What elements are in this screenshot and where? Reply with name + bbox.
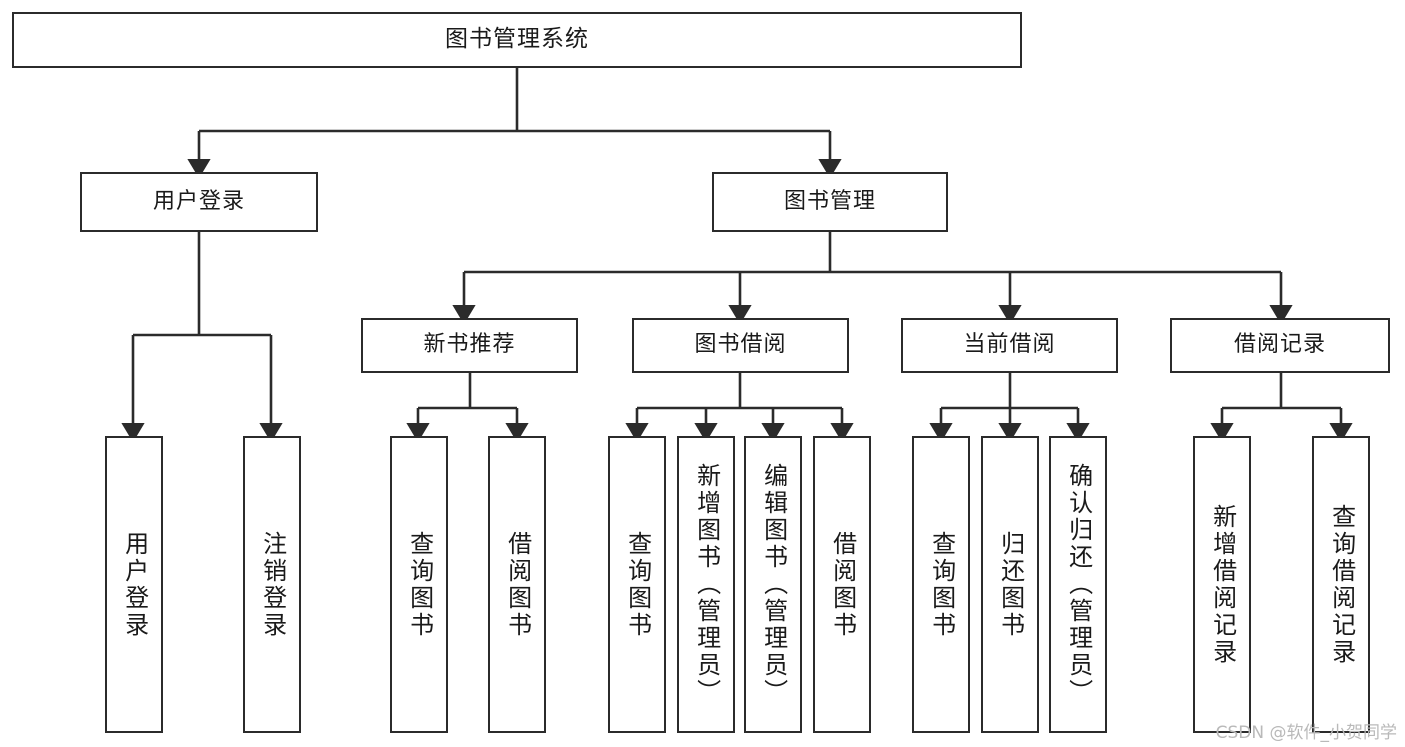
leaf-add-borrow-record[interactable]: 新增借阅记录 [1193,436,1251,733]
leaf-borrow-book-recommendation[interactable]: 借阅图书 [488,436,546,733]
node-label: 用户登录 [120,530,149,639]
node-label: 查询图书 [623,530,652,639]
node-label: 新增图书（管理员） [692,463,721,706]
leaf-add-book-admin[interactable]: 新增图书（管理员） [677,436,735,733]
node-label: 当前借阅 [963,332,1056,358]
node-label: 图书管理系统 [445,26,589,53]
leaf-query-borrow-record[interactable]: 查询借阅记录 [1312,436,1370,733]
leaf-logout-login[interactable]: 注销登录 [243,436,301,733]
node-book-borrowing[interactable]: 图书借阅 [632,318,849,373]
node-book-management[interactable]: 图书管理 [712,172,948,232]
node-label: 图书管理 [783,188,876,214]
node-label: 新增借阅记录 [1208,503,1237,666]
node-label: 查询借阅记录 [1327,503,1356,666]
node-label: 借阅记录 [1233,332,1326,358]
node-label: 编辑图书（管理员） [759,463,788,706]
node-label: 用户登录 [152,188,245,214]
csdn-watermark: CSDN @软件_小贺同学 [1215,723,1397,743]
leaf-edit-book-admin[interactable]: 编辑图书（管理员） [744,436,802,733]
node-label: 借阅图书 [828,530,857,639]
node-label: 借阅图书 [503,530,532,639]
node-borrow-records[interactable]: 借阅记录 [1170,318,1390,373]
leaf-query-book-recommendation[interactable]: 查询图书 [390,436,448,733]
leaf-return-book[interactable]: 归还图书 [981,436,1039,733]
node-label: 查询图书 [927,530,956,639]
node-label: 归还图书 [996,530,1025,639]
node-user-login[interactable]: 用户登录 [80,172,318,232]
leaf-user-login[interactable]: 用户登录 [105,436,163,733]
node-current-borrowing[interactable]: 当前借阅 [901,318,1118,373]
node-new-book-recommendation[interactable]: 新书推荐 [361,318,578,373]
leaf-borrow-book-borrowing[interactable]: 借阅图书 [813,436,871,733]
leaf-query-book-borrowing[interactable]: 查询图书 [608,436,666,733]
node-label: 新书推荐 [423,332,516,358]
node-label: 确认归还（管理员） [1064,463,1093,706]
node-label: 查询图书 [405,530,434,639]
node-label: 注销登录 [258,530,287,639]
node-root-book-management-system[interactable]: 图书管理系统 [12,12,1022,68]
node-label: 图书借阅 [694,332,787,358]
leaf-confirm-return-admin[interactable]: 确认归还（管理员） [1049,436,1107,733]
leaf-query-book-current[interactable]: 查询图书 [912,436,970,733]
